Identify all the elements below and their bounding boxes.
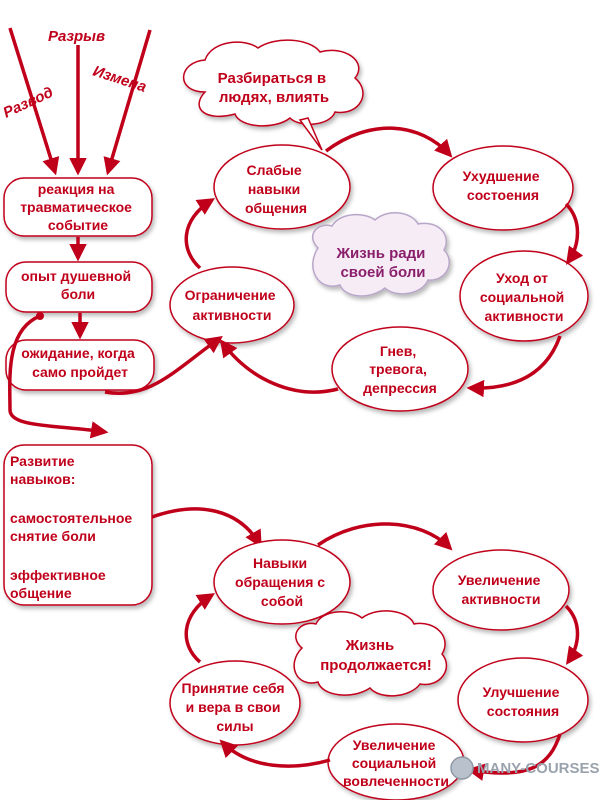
cloud-life-goes-on [293, 610, 448, 697]
worsening-line-2: состоения [467, 187, 539, 203]
svg-text:Гнев, тревога, деп: Гнев, тревога, депрессия [363, 343, 437, 396]
waiting-line-2: само пройдет [32, 364, 128, 380]
mental-pain-line-1: опыт душевной [21, 268, 131, 284]
svg-text:реакция на травматическо: реакция на травматическое событие [20, 181, 136, 233]
svg-text:Ухудшение состоения: Ухудшение состоения [463, 168, 544, 203]
box-skills [3, 444, 153, 606]
watermark-text: MANY-COURSES.RU [477, 760, 600, 777]
node-improvement [457, 657, 589, 743]
anger-line-1: Гнев, [380, 343, 416, 359]
svg-text:Принятие себя и вера в с: Принятие себя и вера в свои силы [182, 680, 289, 734]
node-restriction [169, 266, 295, 344]
node-activity-up [432, 549, 570, 631]
svg-text:Увеличение социальной: Увеличение социальной вовлеченности [343, 737, 449, 789]
arrow-divorce [8, 27, 60, 176]
trigger-arrows [8, 27, 152, 176]
arrow-to-skills [8, 314, 109, 439]
trigger-breakup: Разрыв [48, 28, 105, 45]
weak-skills-line-2: навыки [248, 181, 300, 197]
arrow-skills-to-handling [151, 507, 262, 549]
svg-text:ожидание, когда само про: ожидание, когда само пройдет [21, 345, 138, 380]
box-waiting [5, 339, 155, 391]
svg-text:Разбираться в людях, вли: Разбираться в людях, влиять [218, 70, 331, 106]
involvement-line-1: Увеличение [353, 737, 436, 753]
svg-text:Увеличение активности: Увеличение активности [458, 572, 545, 607]
node-anger [331, 326, 469, 412]
handling-line-1: Навыки [253, 555, 307, 571]
skills-line-8: общение [10, 585, 72, 601]
watermark: MANY-COURSES.RU [450, 756, 600, 780]
activity-up-line-2: активности [462, 591, 541, 607]
withdrawal-line-2: социальной [480, 289, 564, 305]
reaction-line-1: реакция на [38, 181, 115, 197]
center-positive-line-1: Жизнь [345, 637, 395, 654]
box-reaction [3, 177, 153, 237]
restriction-line-2: активности [193, 307, 272, 323]
svg-text:Развитие навыков:: Развитие навыков: самостоятельное снятие… [10, 453, 136, 601]
skills-line-5: снятие боли [10, 528, 96, 544]
handling-line-2: обращения с [235, 574, 325, 590]
withdrawal-line-1: Уход от [496, 270, 548, 286]
involvement-line-3: вовлеченности [343, 773, 449, 789]
skills-line-1: Развитие [10, 453, 75, 469]
node-worsening [432, 145, 574, 231]
cloud-understand-people [182, 39, 364, 127]
weak-skills-line-1: Слабые [246, 162, 301, 178]
handling-line-3: собой [261, 593, 303, 609]
svg-text:опыт душевной боли: опыт душевной боли [21, 268, 135, 302]
skills-line-2: навыков: [10, 471, 75, 487]
improvement-line-2: состояния [487, 703, 559, 719]
worsening-line-1: Ухудшение [463, 168, 540, 184]
activity-up-line-1: Увеличение [458, 572, 541, 588]
weak-skills-line-3: общения [245, 200, 307, 216]
improvement-line-1: Улучшение [483, 684, 560, 700]
reaction-line-3: событие [48, 217, 108, 233]
anger-line-3: депрессия [363, 380, 437, 396]
withdrawal-line-3: активности [485, 308, 564, 324]
node-weak-skills [213, 144, 351, 230]
svg-text:Улучшение состояния: Улучшение состояния [483, 684, 564, 719]
acceptance-line-1: Принятие себя [182, 680, 285, 696]
acceptance-line-3: силы [216, 718, 253, 734]
skills-line-7: эффективное [10, 567, 106, 583]
left-chain: реакция на травматическое событие опыт д… [3, 177, 155, 606]
cloud-line-2: людях, влиять [219, 89, 329, 106]
center-positive-line-2: продолжается! [320, 657, 432, 674]
svg-text:Жизнь продолжается!: Жизнь продолжается! [320, 637, 432, 674]
cloud-life-for-pain [311, 212, 450, 297]
node-handling [213, 539, 351, 625]
reaction-line-2: травматическое [20, 199, 132, 215]
arrow-betrayal [103, 29, 152, 176]
svg-text:Слабые навыки обще: Слабые навыки общения [245, 162, 307, 216]
involvement-line-2: социальной [352, 755, 436, 771]
restriction-line-1: Ограничение [185, 287, 276, 303]
skills-line-4: самостоятельное [10, 510, 132, 526]
box-mental-pain [5, 261, 153, 313]
waiting-line-1: ожидание, когда [21, 345, 135, 361]
mental-pain-line-2: боли [61, 286, 95, 302]
node-withdrawal [459, 250, 589, 342]
cloud-line-1: Разбираться в [218, 70, 326, 87]
positive-cycle: Навыки обращения с собой Увеличение акти… [151, 507, 589, 800]
anger-line-2: тревога, [369, 361, 427, 377]
negative-cycle: Разбираться в людях, влиять Слабые навык… [104, 39, 589, 412]
svg-text:Жизнь ради своей боли: Жизнь ради своей боли [335, 245, 429, 281]
globe-icon [450, 756, 474, 780]
svg-text:Ограничение активности: Ограничение активности [185, 287, 280, 323]
svg-text:Уход от социальной: Уход от социальной активности [480, 270, 568, 324]
center-negative-line-2: своей боли [340, 264, 425, 281]
acceptance-line-2: и вера в свои [186, 699, 281, 715]
svg-text:Навыки обращения с: Навыки обращения с собой [235, 555, 329, 609]
center-negative-line-1: Жизнь ради [335, 245, 425, 262]
